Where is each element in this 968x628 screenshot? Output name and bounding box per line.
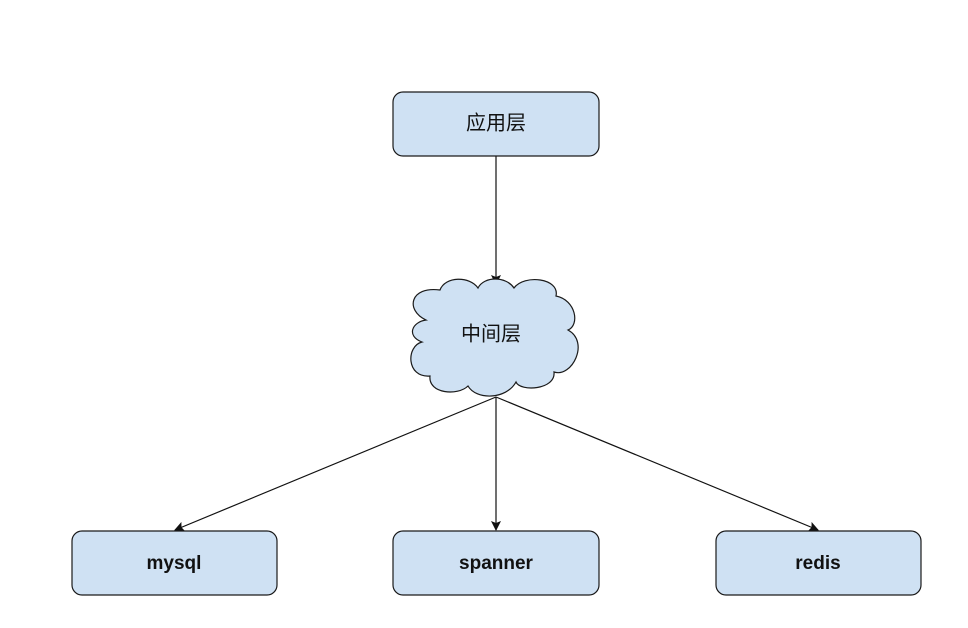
node-mysql-box [71,530,278,596]
node-spanner-label: spanner [459,553,534,574]
edge-middle-to-mysql [174,396,497,532]
node-mysql[interactable]: mysql [71,530,278,596]
node-app-box [392,91,600,157]
node-redis-box [715,530,922,596]
node-redis-label: redis [795,553,840,574]
node-app-label: 应用层 [466,111,526,135]
node-app-layer[interactable]: 应用层 [392,91,600,157]
node-mysql-label: mysql [147,553,202,574]
cloud-shape [410,278,579,397]
edge-middle-to-redis [495,396,819,532]
node-middle-label: 中间层 [461,322,521,346]
node-spanner[interactable]: spanner [392,530,600,596]
node-middle-layer[interactable]: 中间层 [410,278,579,397]
node-redis[interactable]: redis [715,530,922,596]
node-spanner-box [392,530,600,596]
